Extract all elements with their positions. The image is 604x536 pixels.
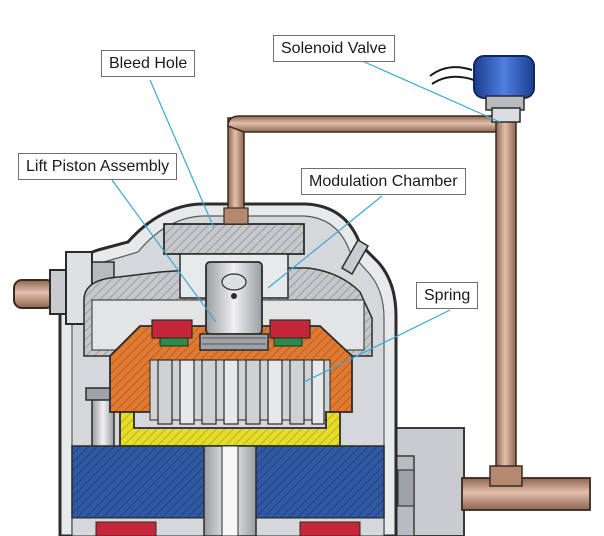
- leader-lift-piston: [111, 179, 217, 323]
- label-solenoid-valve: Solenoid Valve: [273, 35, 395, 62]
- label-spring: Spring: [416, 282, 479, 309]
- leader-solenoid-valve: [359, 59, 501, 123]
- leader-bleed-hole: [149, 79, 215, 229]
- floating-seal: [151, 319, 311, 347]
- discharge-pipe: [461, 465, 591, 511]
- crankshaft: [203, 445, 257, 536]
- label-modulation-chamber: Modulation Chamber: [301, 168, 466, 195]
- label-lift-piston-assembly: Lift Piston Assembly: [18, 153, 178, 180]
- dome-vent: [340, 238, 370, 276]
- leader-spring: [303, 309, 451, 383]
- solenoid-valve: [429, 55, 535, 123]
- lift-piston: [199, 261, 269, 351]
- leader-modulation-chamber: [267, 195, 383, 289]
- leader-lines: [111, 59, 501, 383]
- label-bleed-hole: Bleed Hole: [101, 50, 196, 77]
